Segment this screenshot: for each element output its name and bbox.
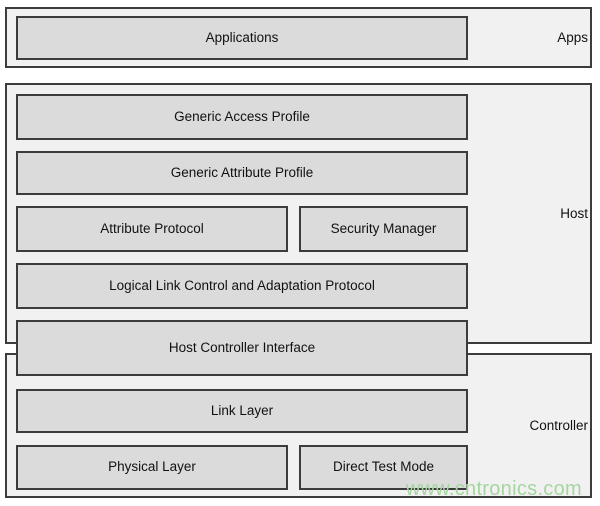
layer-box-generic-access-profile: Generic Access Profile [16,94,468,140]
layer-box-applications: Applications [16,16,468,60]
layer-box-generic-attribute-profile: Generic Attribute Profile [16,151,468,195]
layer-box-l2cap: Logical Link Control and Adaptation Prot… [16,263,468,309]
controller-section-label: Controller [529,418,588,433]
layer-box-host-controller-interface: Host Controller Interface [16,320,468,376]
watermark-text: www.cntronics.com [405,478,582,500]
layer-box-attribute-protocol: Attribute Protocol [16,206,288,252]
layer-box-physical-layer: Physical Layer [16,445,288,490]
layer-box-link-layer: Link Layer [16,389,468,433]
layer-box-direct-test-mode: Direct Test Mode [299,445,468,490]
layer-box-security-manager: Security Manager [299,206,468,252]
apps-section-label: Apps [557,30,588,45]
host-section-label: Host [560,206,588,221]
